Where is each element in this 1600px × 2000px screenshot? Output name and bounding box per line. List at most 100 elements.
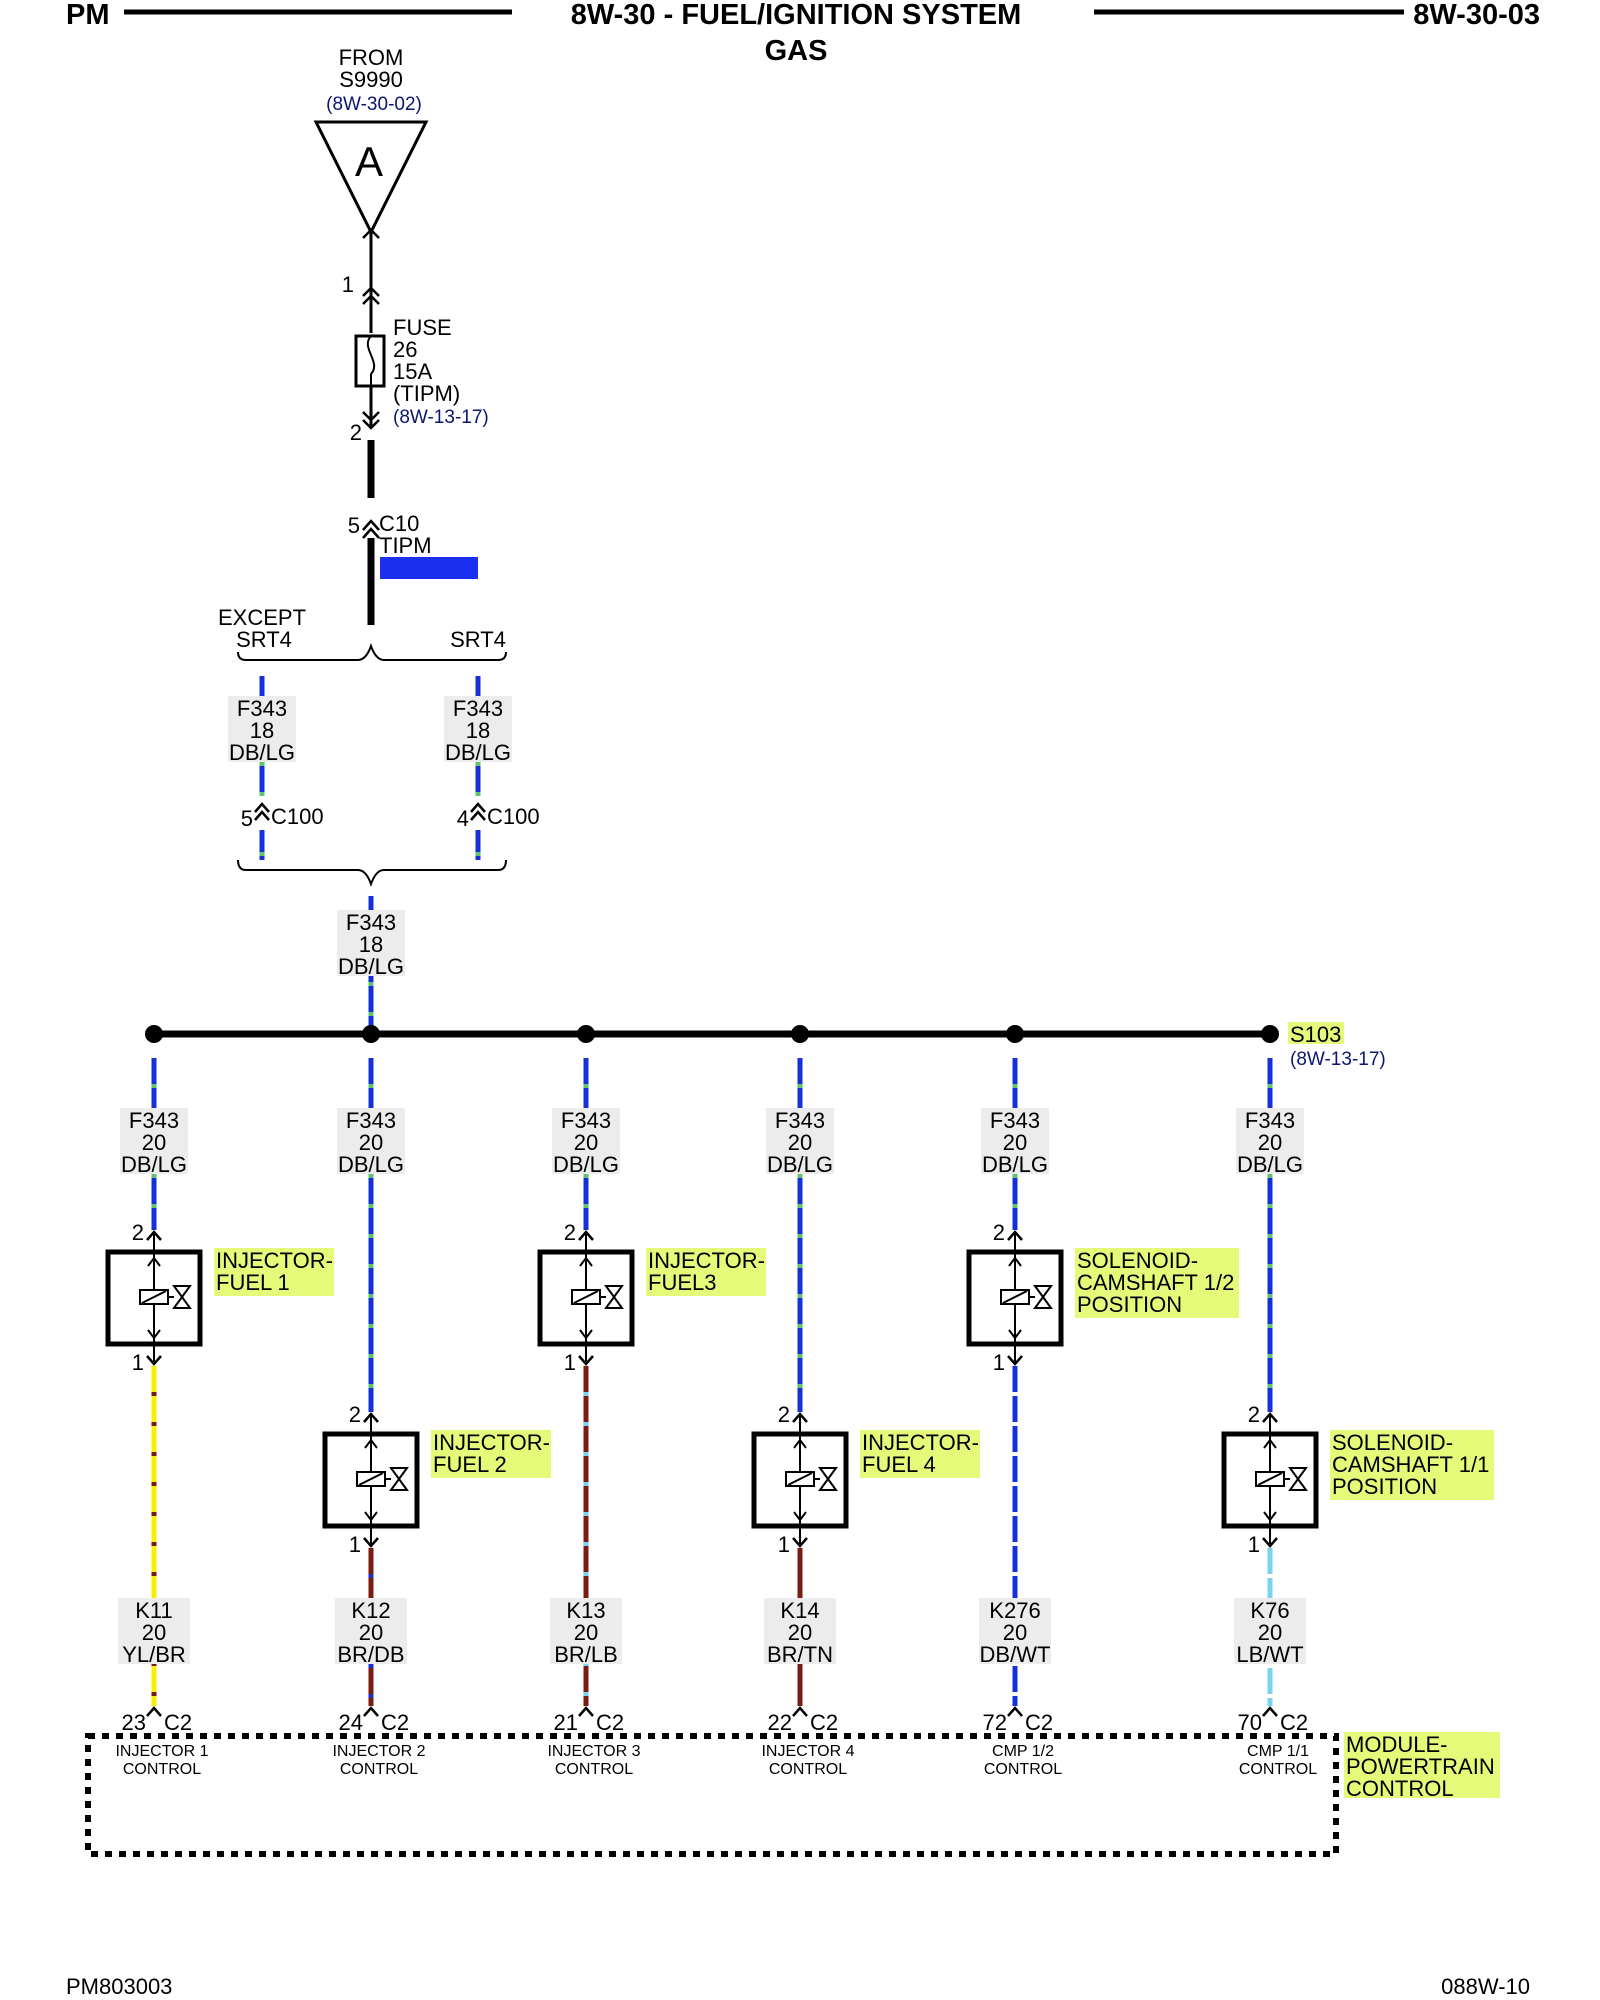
feed-left-connector: C100 [271,804,324,829]
option-right: SRT4 [450,627,506,652]
source-splice: S9990 [339,67,403,92]
terminal-arrow-icon [362,419,380,430]
splice-dot [145,1025,163,1043]
device-label-highlight [431,1430,551,1478]
branch-bottom-gauge: 20 [788,1620,812,1645]
valve-icon [1288,1467,1308,1491]
device-name-line2: FUEL 4 [862,1452,936,1477]
pcm-pin-connector: C2 [1025,1710,1053,1735]
splice-label-highlight [1288,1022,1344,1044]
fuse-pin-out: 2 [350,420,362,445]
tipm-module-bar [380,557,478,579]
pcm-pin-label2: CONTROL [123,1761,201,1778]
branch-bottom-color: LB/WT [1236,1642,1303,1667]
branch-bottom-color: BR/DB [337,1642,404,1667]
fuse-number: 26 [393,337,417,362]
solenoid-coil-icon [358,1472,384,1486]
pcm-pin-label1: CMP 1/2 [992,1743,1054,1760]
tipm-pin: 5 [348,513,360,538]
device-arrow-icon [793,1438,807,1449]
branch-top-color: DB/LG [338,1152,404,1177]
device-name-line1: INJECTOR- [648,1248,765,1273]
device-name-line1: SOLENOID- [1077,1248,1198,1273]
wire-label-bg [337,910,405,976]
pcm-pin-label1: INJECTOR 2 [332,1743,425,1760]
device-arrow-icon [793,1511,807,1522]
joined-color: DB/LG [338,954,404,979]
branch-top-gauge: 20 [359,1130,383,1155]
pcm-module-box [85,1733,1339,1857]
joined-gauge: 18 [359,932,383,957]
wire-label-bg [120,1108,188,1174]
solenoid-coil-icon [787,1472,813,1486]
pcm-pin-connector: C2 [810,1710,838,1735]
branch-bottom-gauge: 20 [359,1620,383,1645]
terminal-arrow-icon [362,286,380,297]
device-pin-bottom: 1 [993,1350,1005,1375]
wire-label-bg [1234,1598,1306,1664]
device-name-line2: FUEL 2 [433,1452,507,1477]
pcm-pin-label1: INJECTOR 3 [547,1743,640,1760]
terminal-arrow-icon [362,411,380,422]
fuse-pin-in: 1 [342,272,354,297]
pcm-pin-number: 70 [1238,1710,1262,1735]
device-arrow-icon [1263,1438,1277,1449]
pcm-pin-label1: INJECTOR 1 [115,1743,208,1760]
device-pin-top: 2 [349,1402,361,1427]
feed-left-pin: 5 [241,806,253,831]
device-pin-bottom: 1 [349,1532,361,1557]
pcm-line1: MODULE- [1346,1732,1447,1757]
device-name-line3: POSITION [1332,1474,1437,1499]
feed-right-gauge: 18 [466,718,490,743]
fuse-rating: 15A [393,359,432,384]
wire-label-bg [550,1598,622,1664]
terminal-arrow-icon [1262,1537,1278,1548]
device-name-line2: CAMSHAFT 1/1 [1332,1452,1489,1477]
branch-bottom-circuit: K13 [566,1598,605,1623]
device-label-highlight [214,1248,334,1296]
wire-label-bg [552,1108,620,1174]
device-label-highlight [860,1430,980,1478]
wire-label-bg [337,1108,405,1174]
branch-top-gauge: 20 [788,1130,812,1155]
device-pin-top: 2 [132,1220,144,1245]
wire-label-bg [979,1598,1051,1664]
pcm-pin-number: 72 [983,1710,1007,1735]
pcm-pin-label2: CONTROL [1239,1761,1317,1778]
terminal-arrow-icon [1007,1355,1023,1366]
branch-top-color: DB/LG [553,1152,619,1177]
device-pin-top: 2 [778,1402,790,1427]
feed-right-color: DB/LG [445,740,511,765]
device-name-line2: FUEL 1 [216,1270,290,1295]
pcm-pin-connector: C2 [596,1710,624,1735]
connector-c100-icon [254,802,270,813]
header-left: PM [66,0,110,31]
source-from: FROM [339,45,404,70]
connector-c2-icon [792,1706,808,1717]
pcm-label-highlight [1344,1732,1500,1798]
branch-top-circuit: F343 [346,1108,396,1133]
device-label-highlight [646,1248,766,1296]
valve-icon [389,1467,409,1491]
branch-bottom-circuit: K276 [989,1598,1040,1623]
splice-dot [1006,1025,1024,1043]
fuse-ref: (8W-13-17) [393,407,489,428]
device-arrow-icon [1263,1511,1277,1522]
branch-top-circuit: F343 [1245,1108,1295,1133]
branch-top-circuit: F343 [561,1108,611,1133]
wire-label-bg [118,1598,190,1664]
device-pin-bottom: 1 [778,1532,790,1557]
wire-label-bg [444,696,512,762]
branch-bottom-circuit: K14 [780,1598,819,1623]
branch-top-gauge: 20 [142,1130,166,1155]
connector-c2-icon [363,1706,379,1717]
option-left-1: EXCEPT [218,605,306,630]
device-label-highlight [1075,1248,1239,1318]
source-ref: (8W-30-02) [326,94,422,115]
device-arrow-icon [364,1438,378,1449]
pcm-pin-label2: CONTROL [340,1761,418,1778]
device-pin-top: 2 [564,1220,576,1245]
terminal-arrow-icon [362,294,380,305]
wire-label-bg [764,1598,836,1664]
